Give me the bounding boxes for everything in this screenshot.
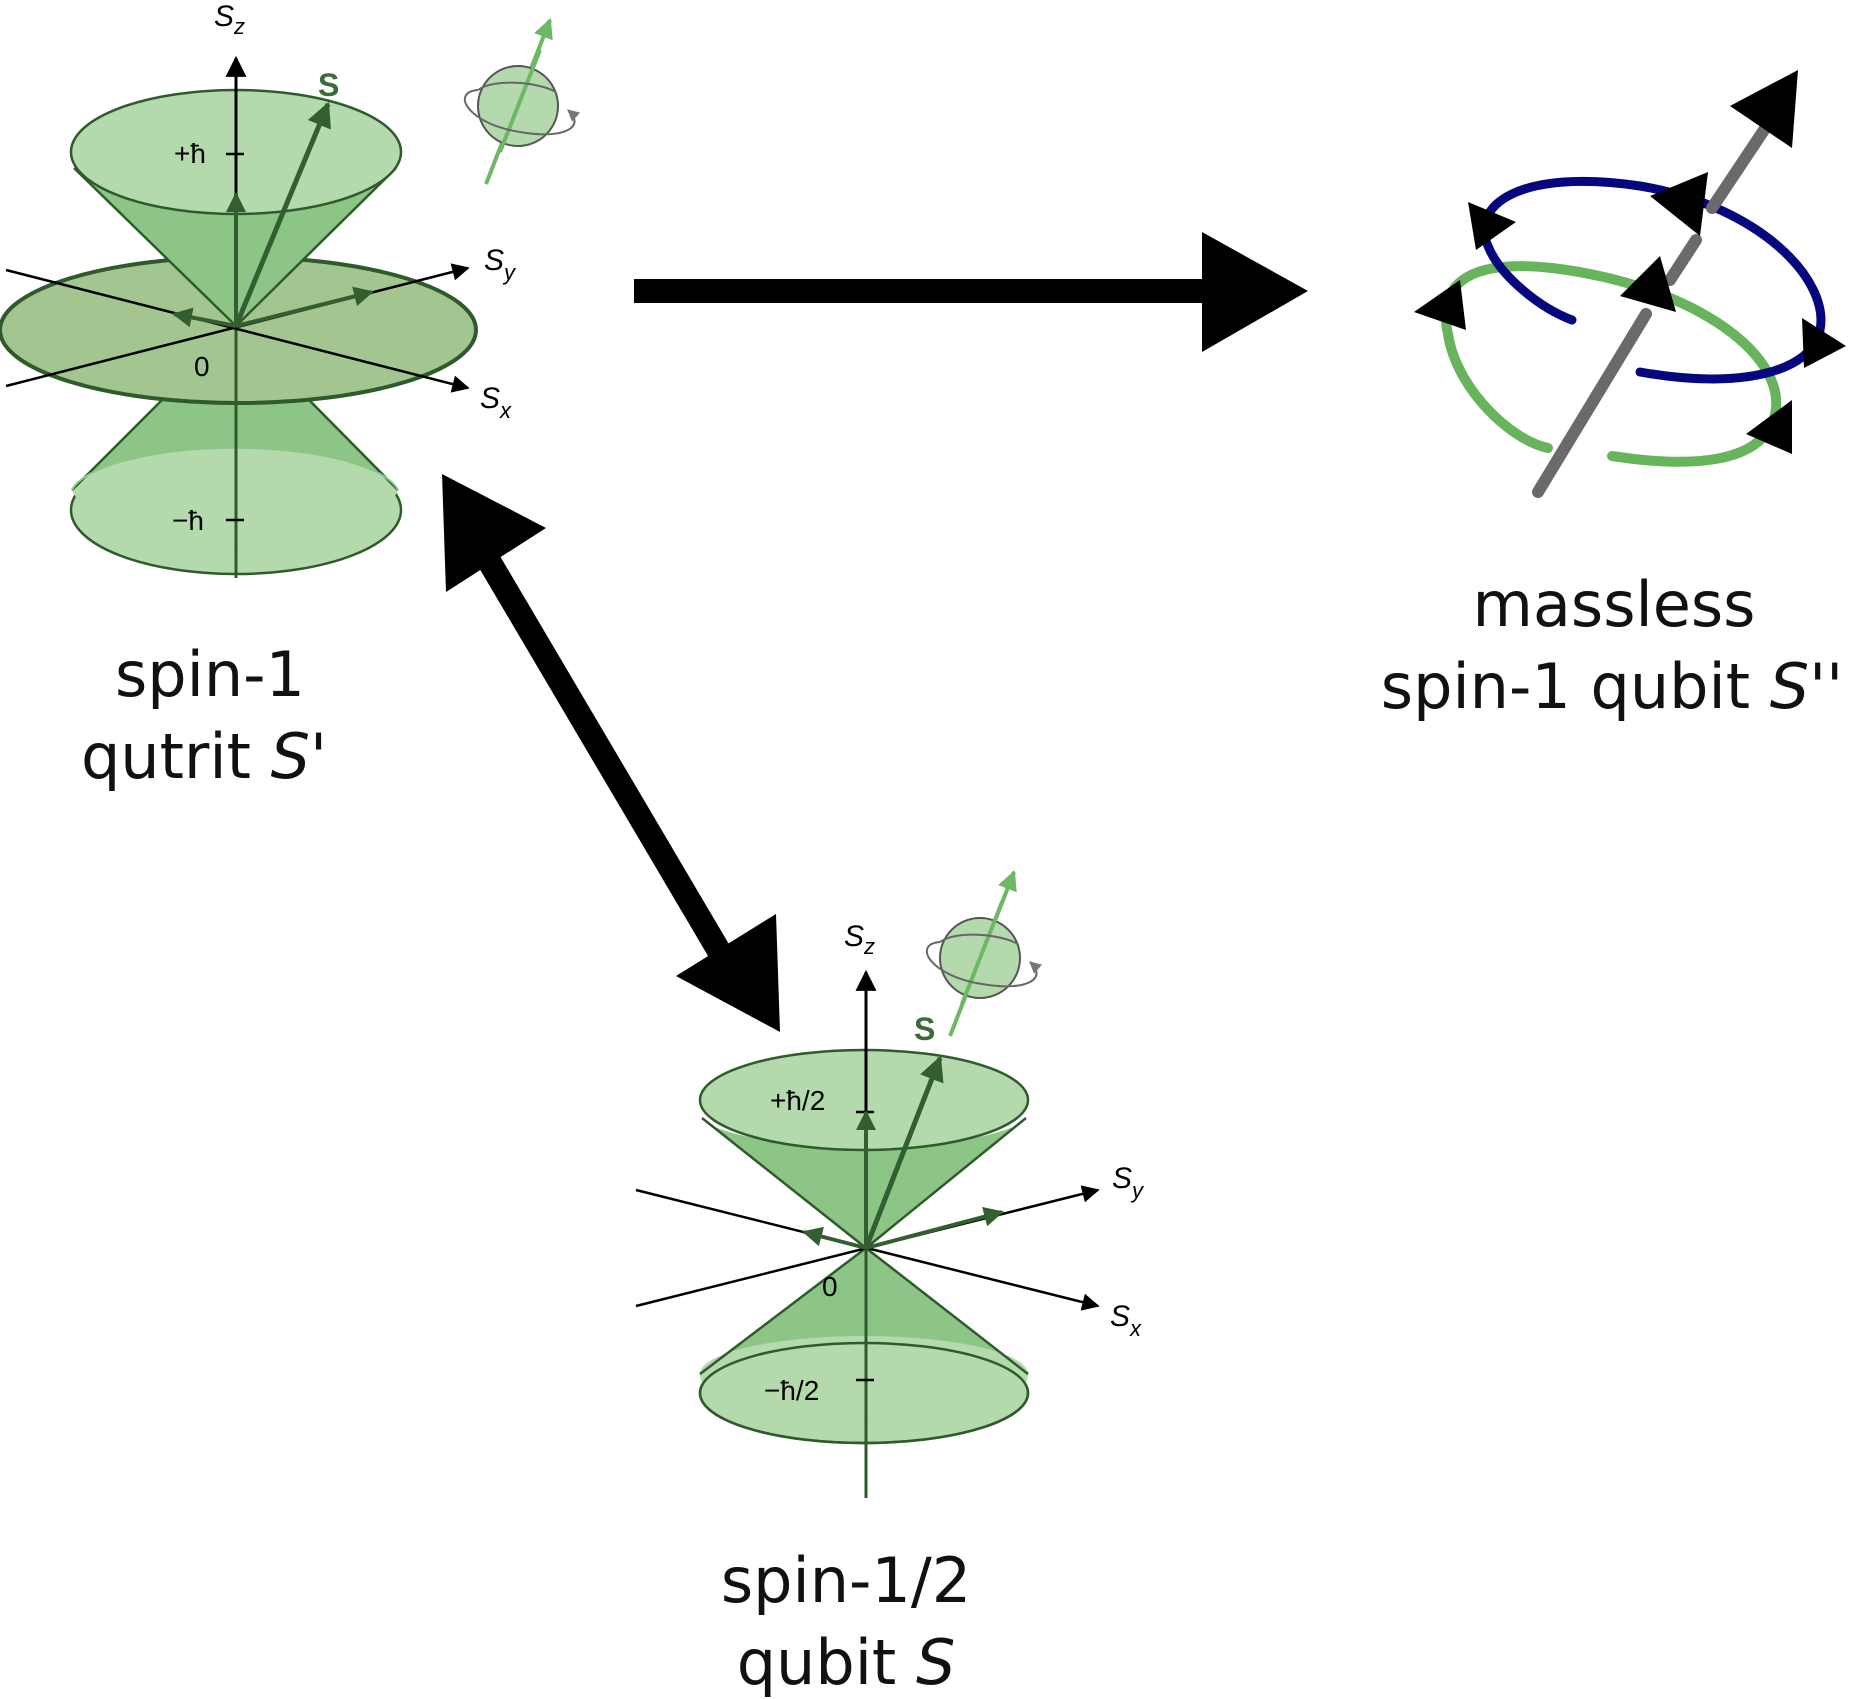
massless-figure: massless spin-1 qubit S'' <box>1381 70 1846 723</box>
spin-half-caption-line2: qubit S <box>737 1626 956 1699</box>
spin1-tick-zero: 0 <box>194 351 210 382</box>
spin-half-spin-vector <box>863 1055 944 1249</box>
spin-half-y-component <box>865 1206 1004 1250</box>
spin-half-y-axis-label: Sy <box>1112 1162 1145 1203</box>
spin-half-spinning-sphere-icon <box>926 870 1043 1037</box>
spin-half-x-axis-label: Sx <box>1110 1300 1142 1341</box>
spin1-tick-minus: −ħ <box>172 505 204 536</box>
massless-green-ring <box>1440 261 1782 467</box>
spin1-figure: Sz Sy Sx S +ħ 0 −ħ spin-1 qutrit S' <box>0 0 581 793</box>
spin-half-tick-minus: −ħ/2 <box>764 1375 819 1406</box>
massless-ring-arrow-2 <box>1650 172 1708 236</box>
spin1-caption-line1: spin-1 <box>115 638 305 711</box>
massless-ring-arrow-4 <box>1414 280 1466 330</box>
spin1-y-axis-label: Sy <box>484 244 517 285</box>
spin1-x-component <box>172 307 237 328</box>
massless-spin-axis-rod <box>1532 70 1798 498</box>
massless-caption-line1: massless <box>1473 568 1756 641</box>
spin-half-z-axis-label: Sz <box>844 920 875 959</box>
spin1-spin-vector <box>233 101 331 327</box>
massless-caption-line2: spin-1 qubit S'' <box>1381 650 1843 723</box>
spin1-spinning-sphere-icon <box>464 18 581 185</box>
spin1-tick-plus: +ħ <box>174 138 206 169</box>
massless-ring-arrow-5 <box>1802 318 1846 368</box>
spin1-y-component <box>235 286 374 328</box>
spin-half-x-component <box>802 1226 867 1250</box>
transition-arrow-right <box>634 232 1308 352</box>
spin-half-tick-plus: +ħ/2 <box>770 1085 825 1116</box>
massless-ring-arrow-6 <box>1746 400 1792 454</box>
massless-ring-arrow-1 <box>1468 202 1516 250</box>
spin-half-tick-zero: 0 <box>822 1271 838 1302</box>
massless-ring-arrow-3 <box>1620 256 1676 312</box>
spin1-z-axis-label: Sz <box>214 0 245 39</box>
spin1-vector-label: S <box>318 67 339 103</box>
spin-half-caption-line1: spin-1/2 <box>721 1544 971 1617</box>
spin1-x-axis-label: Sx <box>480 382 512 423</box>
spin-half-figure: Sz Sy Sx S +ħ/2 0 −ħ/2 spin-1/2 qubit S <box>635 870 1145 1699</box>
spin1-caption-line2: qutrit S' <box>81 720 327 793</box>
spin1-x-axis <box>5 268 470 393</box>
spin-half-vector-label: S <box>914 1011 935 1047</box>
transition-arrow-double <box>442 474 780 1032</box>
